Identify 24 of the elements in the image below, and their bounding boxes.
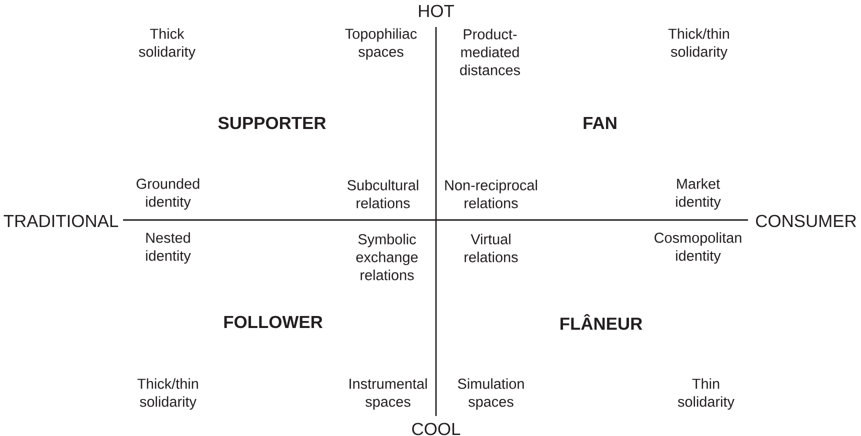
quadrant-title: FLÂNEUR xyxy=(560,314,642,330)
quadrant-title: FAN xyxy=(584,117,616,129)
text-label: Grounded identity xyxy=(136,178,200,210)
quadrant-title: FOLLOWER xyxy=(224,316,323,328)
text-label: Subcultural relations xyxy=(348,180,418,208)
text-label: Thin solidarity xyxy=(678,378,734,410)
text-label: Thick/thin solidarity xyxy=(137,378,198,410)
text-label: Market identity xyxy=(676,178,721,210)
axis-label: CONSUMER xyxy=(756,214,856,228)
text-label: Product-mediated distances xyxy=(460,28,520,76)
text-label: Nested identity xyxy=(146,232,191,264)
text-label: Topophiliac spaces xyxy=(345,28,417,60)
axis-label: COOL xyxy=(412,422,460,436)
text-label: Instrumental spaces xyxy=(350,378,427,410)
text-label: Simulation spaces xyxy=(458,378,524,410)
text-label: Symbolic exchange relations xyxy=(356,234,418,280)
text-label: Thick/thin solidarity xyxy=(668,28,729,60)
axis-label: HOT xyxy=(419,4,454,18)
text-label: Cosmopolitan identity xyxy=(654,232,742,264)
text-label: Non-reciprocal relations xyxy=(445,180,537,208)
text-label: Virtual relations xyxy=(464,234,518,262)
axis-label: TRADITIONAL xyxy=(4,214,118,228)
quadrant-title: SUPPORTER xyxy=(218,116,326,130)
text-label: Thick solidarity xyxy=(138,28,196,60)
